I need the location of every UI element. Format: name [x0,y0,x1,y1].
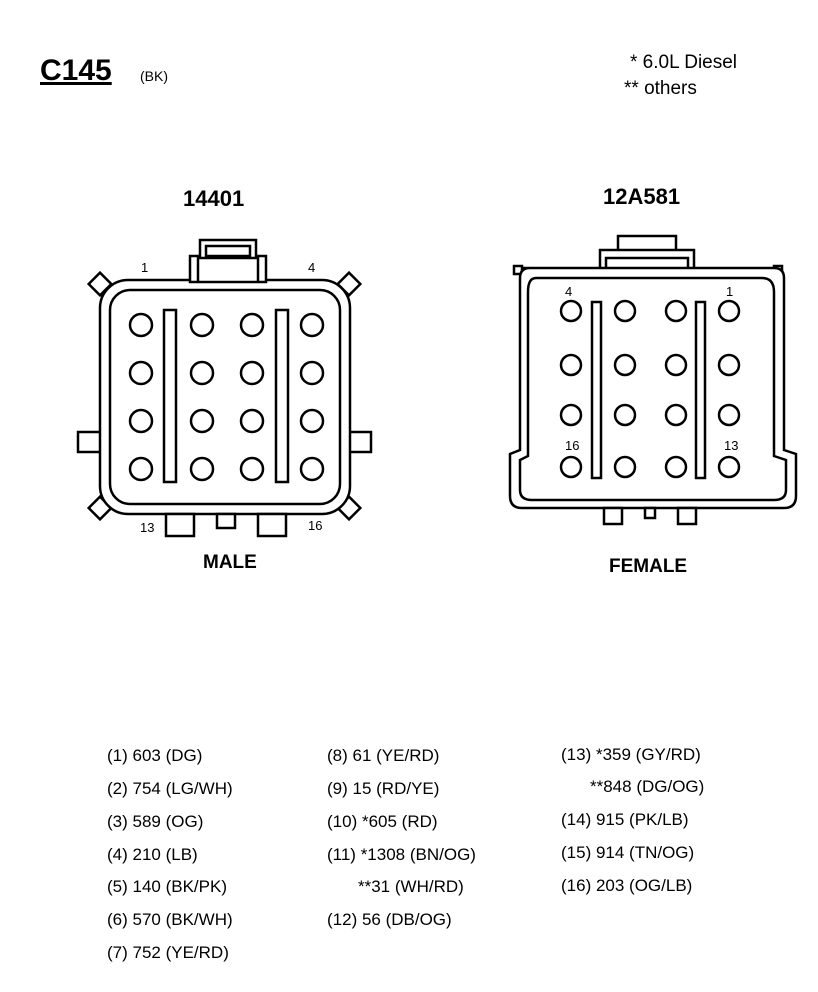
wire-entry: (15) 914 (TN/OG) [561,843,695,862]
female-part-number: 12A581 [603,184,681,209]
wire-entry: (1) 603 (DG) [107,746,203,765]
connector-id: C145 [40,54,112,87]
connector-color-code: (BK) [140,68,168,84]
legend-others: ** others [624,78,697,99]
female-pin-label-13: 13 [724,438,739,453]
wire-entry: (4) 210 (LB) [107,845,198,864]
wire-entry: (12) 56 (DB/OG) [327,910,452,929]
wire-entry: **848 (DG/OG) [590,777,705,796]
wire-entry: (8) 61 (YE/RD) [327,746,440,765]
female-pin-label-4: 4 [565,284,573,299]
wire-entry: (5) 140 (BK/PK) [107,877,227,896]
female-caption: FEMALE [609,556,688,577]
female-pin-grid [559,299,741,479]
wire-entry: (13) *359 (GY/RD) [561,745,701,764]
female-pin-label-1: 1 [726,284,734,299]
male-connector-face [76,238,373,538]
wire-entry: (2) 754 (LG/WH) [107,779,233,798]
male-pin-label-16: 16 [308,518,323,533]
wire-entry: **31 (WH/RD) [358,877,464,896]
wire-entry: (11) *1308 (BN/OG) [327,845,476,864]
wire-entry: (14) 915 (PK/LB) [561,810,689,829]
wire-entry: (3) 589 (OG) [107,812,204,831]
wire-entry: (6) 570 (BK/WH) [107,910,233,929]
wire-entry: (9) 15 (RD/YE) [327,779,440,798]
male-caption: MALE [203,552,257,573]
male-part-number: 14401 [183,186,245,211]
wire-entry: (7) 752 (YE/RD) [107,943,229,962]
wire-entry: (16) 203 (OG/LB) [561,876,693,895]
male-pin-grid [128,312,325,482]
male-pin-label-13: 13 [140,520,155,535]
male-pin-label-4: 4 [308,260,316,275]
wire-entry: (10) *605 (RD) [327,812,438,831]
female-pin-label-16: 16 [565,438,580,453]
female-connector-face [508,234,798,526]
male-pin-label-1: 1 [141,260,149,275]
legend-diesel: * 6.0L Diesel [630,52,738,73]
